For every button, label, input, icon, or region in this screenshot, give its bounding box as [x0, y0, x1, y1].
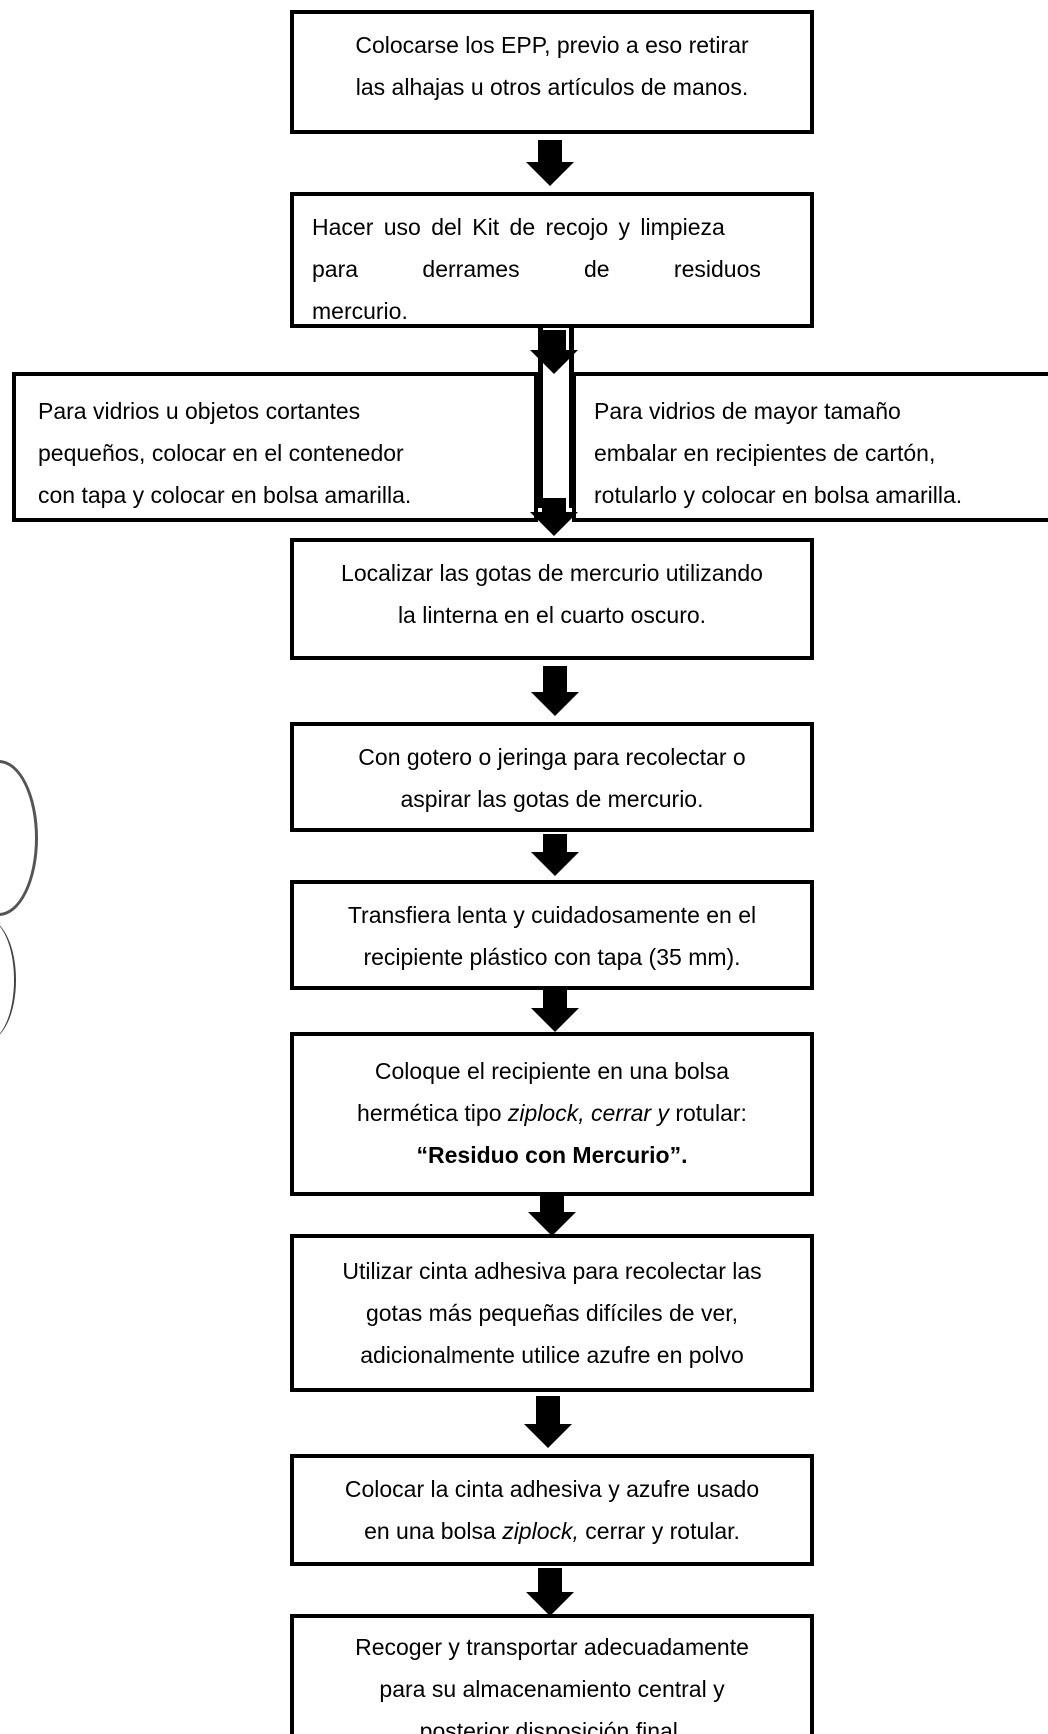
step-1-line-2: las alhajas u otros artículos de manos. [355, 74, 749, 100]
step-9-line-1: Recoger y transportar adecuadamente [355, 1634, 749, 1660]
step-6-line-2-b: ziplock, cerrar y [507, 1100, 676, 1126]
flow-step-1: Colocarse los EPP, previo a eso retirar … [290, 10, 814, 134]
seal-circle [0, 760, 38, 916]
arrow-down-icon [530, 498, 578, 536]
arrow-down-icon [531, 990, 579, 1034]
step-6-line-3: “Residuo con Mercurio”. [416, 1142, 688, 1168]
arrow-down-icon [524, 1396, 572, 1452]
flow-step-4: Con gotero o jeringa para recolectar o a… [290, 722, 814, 832]
flow-step-5: Transfiera lenta y cuidadosamente en el … [290, 880, 814, 990]
flow-step-7: Utilizar cinta adhesiva para recolectar … [290, 1234, 814, 1392]
step-3-line-2: la linterna en el cuarto oscuro. [397, 602, 707, 628]
branch-right: Para vidrios de mayor tamaño embalar en … [572, 372, 1048, 522]
arrow-down-icon [526, 1568, 574, 1618]
step-6-line-2: hermética tipo ziplock, cerrar y rotular… [312, 1092, 792, 1134]
step-3-line-1: Localizar las gotas de mercurio utilizan… [341, 560, 763, 586]
branch-connector [538, 328, 574, 508]
step-2-line-2: para derrames de residuos con [312, 248, 810, 290]
branch-right-line-1: Para vidrios de mayor tamaño [594, 398, 901, 424]
branch-right-line-2: embalar en recipientes de cartón, [594, 440, 936, 466]
step-8-line-2-a: en una bolsa [364, 1518, 503, 1544]
step-8-line-2-c: cerrar y rotular. [578, 1518, 740, 1544]
flow-step-2: Hacer uso del Kit de recojo y limpieza p… [290, 192, 814, 328]
arrow-down-icon [531, 834, 579, 878]
flow-step-9: Recoger y transportar adecuadamente para… [290, 1614, 814, 1734]
step-5-line-1: Transfiera lenta y cuidadosamente en el [347, 902, 757, 928]
stamp-seal-mark [0, 760, 50, 1060]
step-8-line-1: Colocar la cinta adhesiva y azufre usado [344, 1476, 760, 1502]
step-4-line-1: Con gotero o jeringa para recolectar o [358, 744, 746, 770]
step-7-line-1: Utilizar cinta adhesiva para recolectar … [342, 1258, 762, 1284]
step-8-line-2-b: ziplock, [502, 1518, 579, 1544]
arrow-down-icon [528, 1194, 576, 1238]
step-1-line-1: Colocarse los EPP, previo a eso retirar [355, 32, 749, 58]
branch-right-line-3: rotularlo y colocar en bolsa amarilla. [594, 482, 963, 508]
step-7-line-3: adicionalmente utilice azufre en polvo [360, 1342, 744, 1368]
step-5-line-2: recipiente plástico con tapa (35 mm). [363, 944, 741, 970]
step-6-line-2-a: hermética tipo [357, 1100, 508, 1126]
flow-step-8: Colocar la cinta adhesiva y azufre usado… [290, 1454, 814, 1566]
branch-left-line-2: pequeños, colocar en el contenedor [38, 440, 404, 466]
step-8-line-2: en una bolsa ziplock, cerrar y rotular. [312, 1510, 792, 1552]
branch-left-line-3: con tapa y colocar en bolsa amarilla. [38, 482, 412, 508]
arrow-down-icon [531, 666, 579, 718]
arrow-down-icon [526, 140, 574, 186]
signature-stroke [0, 920, 16, 1040]
step-9-line-3: posterior disposición final. [419, 1718, 685, 1734]
flow-step-6: Coloque el recipiente en una bolsa hermé… [290, 1032, 814, 1196]
arrow-down-icon [530, 330, 578, 374]
step-4-line-2: aspirar las gotas de mercurio. [400, 786, 704, 812]
step-6-line-2-c: rotular: [675, 1100, 747, 1126]
step-2-line-3: mercurio. [312, 298, 408, 324]
step-6-line-1: Coloque el recipiente en una bolsa [374, 1058, 730, 1084]
step-2-line-2-text: para derrames de residuos con [312, 256, 814, 282]
flow-step-3: Localizar las gotas de mercurio utilizan… [290, 538, 814, 660]
branch-left: Para vidrios u objetos cortantes pequeño… [12, 372, 538, 522]
step-9-line-2: para su almacenamiento central y [379, 1676, 725, 1702]
branch-left-line-1: Para vidrios u objetos cortantes [38, 398, 361, 424]
step-2-line-1: Hacer uso del Kit de recojo y limpieza [312, 214, 725, 240]
step-7-line-2: gotas más pequeñas difíciles de ver, [365, 1300, 739, 1326]
